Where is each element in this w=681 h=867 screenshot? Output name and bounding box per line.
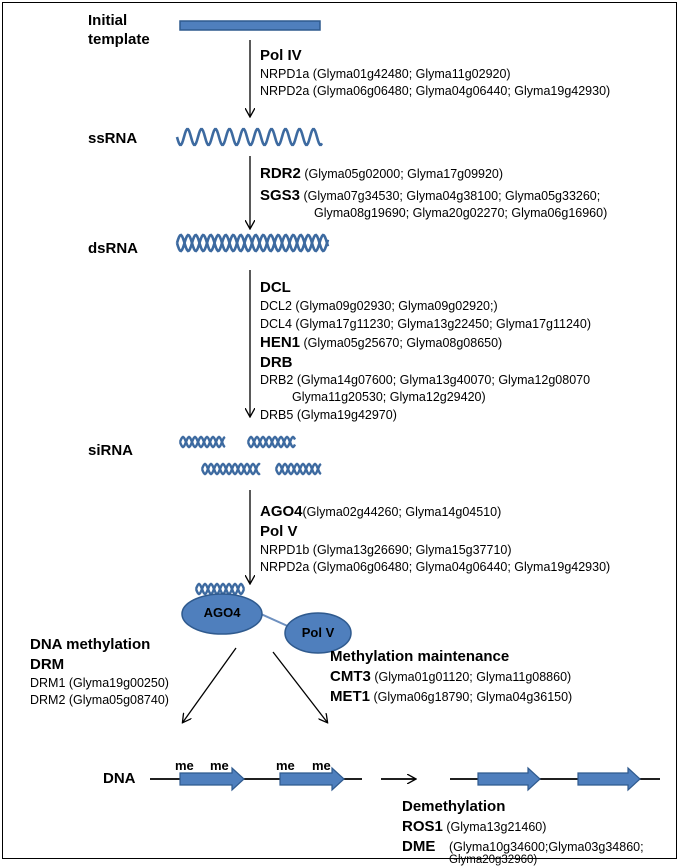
met1-name: MET1 — [330, 688, 371, 705]
sirna-on-ago4 — [194, 582, 246, 596]
dme-genes-2: Glyma20g32960) — [449, 854, 538, 866]
gene-arrow-3 — [477, 766, 541, 792]
hen1-name: HEN1 — [260, 334, 301, 351]
stage-initial-line1: Initial — [88, 12, 128, 29]
methyl-mark: me — [312, 758, 331, 773]
gene-arrow-1 — [179, 766, 245, 792]
template-bar — [179, 20, 321, 31]
cmt3-line: CMT3 (Glyma01g01120; Glyma11g08860) — [330, 669, 571, 684]
sirna-duplex — [178, 435, 226, 449]
ago4-genes: (Glyma02g44260; Glyma14g04510) — [302, 505, 502, 519]
dcl2-line: DCL2 (Glyma09g02930; Glyma09g02920;) — [260, 299, 498, 313]
ago4-complex-label: AGO4 — [203, 605, 241, 620]
dcl4-line: DCL4 (Glyma17g11230; Glyma13g22450; Glym… — [260, 317, 591, 331]
hen1-genes: (Glyma05g25670; Glyma08g08650) — [300, 336, 503, 350]
stage-dsrna: dsRNA — [88, 240, 139, 257]
ago4-line: AGO4(Glyma02g44260; Glyma14g04510) — [260, 504, 501, 519]
polv-nrpd1b: NRPD1b (Glyma13g26690; Glyma15g37710) — [260, 543, 512, 557]
sirna-duplex — [274, 462, 322, 476]
stage-dna: DNA — [103, 770, 136, 787]
dsrna-strand-b — [175, 233, 330, 253]
methylation-heading: DNA methylation — [30, 636, 151, 653]
drb2-line-1: DRB2 (Glyma14g07600; Glyma13g40070; Glym… — [260, 373, 591, 387]
arrow-complex-to-denovo — [183, 647, 237, 722]
dme-name: DME — [402, 838, 436, 855]
sirna-duplex — [178, 435, 226, 449]
drm2-line: DRM2 (Glyma05g08740) — [30, 693, 169, 707]
polIV-nrpd2a: NRPD2a (Glyma06g06480; Glyma04g06440; Gl… — [260, 84, 611, 98]
sirna-duplex — [200, 462, 261, 476]
ros1-name: ROS1 — [402, 818, 443, 835]
sirna-duplex — [246, 435, 297, 449]
maintenance-heading: Methylation maintenance — [330, 648, 510, 665]
polv-heading: Pol V — [260, 523, 298, 540]
sgs3-line: SGS3 (Glyma07g34530; Glyma04g38100; Glym… — [260, 188, 600, 203]
dcl-heading: DCL — [260, 279, 291, 296]
rdr2-line: RDR2 (Glyma05g02000; Glyma17g09920) — [260, 166, 503, 181]
drm1-line: DRM1 (Glyma19g00250) — [30, 676, 169, 690]
ros1-line: ROS1 (Glyma13g21460) — [402, 819, 546, 834]
polv-ellipse — [284, 612, 352, 654]
ago4-name: AGO4 — [260, 503, 303, 520]
drb2-line-2: Glyma11g20530; Glyma12g29420) — [292, 390, 486, 404]
methyl-mark: me — [276, 758, 295, 773]
polIV-nrpd1a: NRPD1a (Glyma01g42480; Glyma11g02920) — [260, 67, 511, 81]
polv-complex-label: Pol V — [301, 625, 335, 640]
arrow-complex-to-maintenance — [272, 651, 327, 722]
methyl-mark: me — [175, 758, 194, 773]
ago4-ellipse — [181, 593, 263, 635]
gene-arrow-2 — [279, 766, 345, 792]
dme-genes-1: (Glyma10g34600;Glyma03g34860; — [449, 840, 644, 854]
figure-frame — [2, 2, 677, 859]
polIV-heading: Pol IV — [260, 47, 302, 64]
rdr2-genes: (Glyma05g02000; Glyma17g09920) — [300, 167, 504, 181]
met1-line: MET1 (Glyma06g18790; Glyma04g36150) — [330, 689, 572, 704]
stage-sirna: siRNA — [88, 442, 134, 459]
cmt3-genes: (Glyma01g01120; Glyma11g08860) — [370, 670, 572, 684]
sirna-duplex — [274, 462, 322, 476]
polv-nrpd2a: NRPD2a (Glyma06g06480; Glyma04g06440; Gl… — [260, 560, 611, 574]
sgs3-genes-2: Glyma08g19690; Glyma20g02270; Glyma06g16… — [314, 206, 608, 220]
ssrna-strand — [175, 127, 324, 147]
sirna-duplexes — [178, 435, 322, 476]
drb5-line: DRB5 (Glyma19g42970) — [260, 408, 397, 422]
ros1-genes: (Glyma13g21460) — [442, 820, 547, 834]
met1-genes: (Glyma06g18790; Glyma04g36150) — [370, 690, 573, 704]
stage-initial-line2: template — [88, 31, 150, 48]
hen1-line: HEN1 (Glyma05g25670; Glyma08g08650) — [260, 335, 502, 350]
cmt3-name: CMT3 — [330, 668, 371, 685]
drb-heading: DRB — [260, 354, 293, 371]
stage-ssrna: ssRNA — [88, 130, 138, 147]
rdr2-name: RDR2 — [260, 165, 301, 182]
sgs3-genes-1: (Glyma07g34530; Glyma04g38100; Glyma05g3… — [300, 189, 601, 203]
gene-arrow-4 — [577, 766, 641, 792]
drm-heading: DRM — [30, 656, 65, 673]
sgs3-name: SGS3 — [260, 187, 301, 204]
demethylation-heading: Demethylation — [402, 798, 506, 815]
sirna-duplex-bound — [194, 582, 246, 596]
methyl-mark: me — [210, 758, 229, 773]
